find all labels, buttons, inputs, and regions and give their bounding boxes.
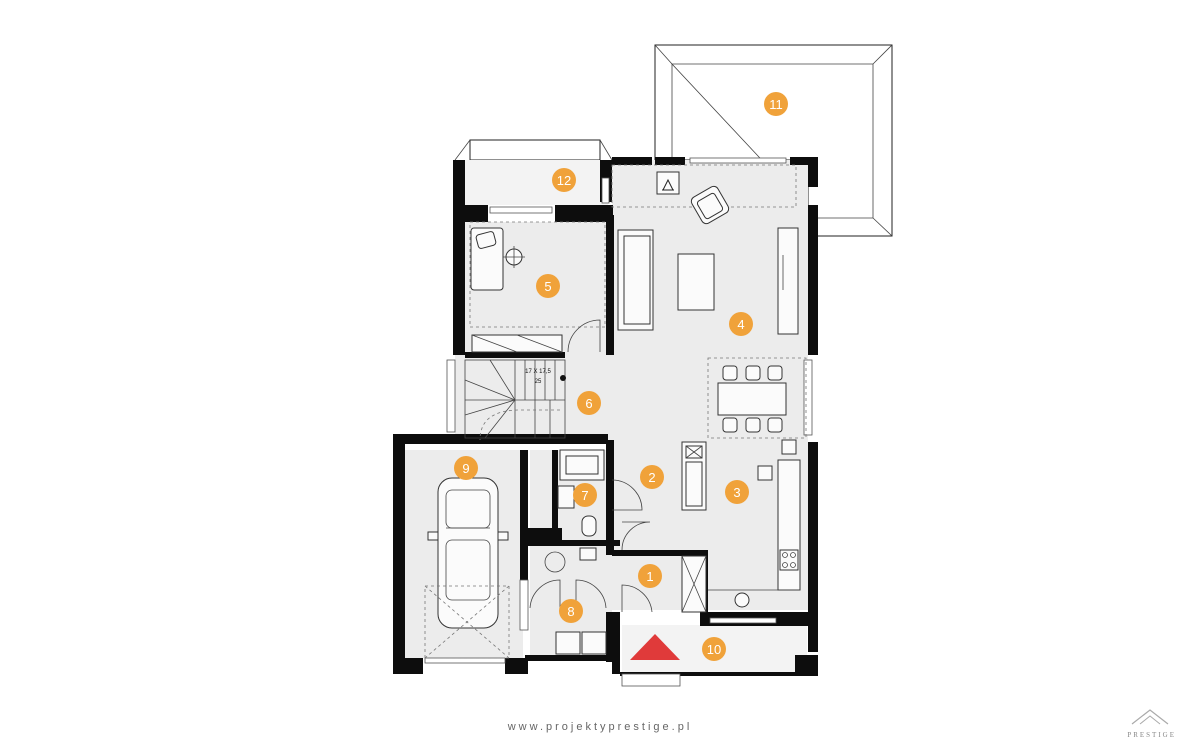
living-furniture: [611, 164, 799, 335]
staircase: 17 X 17,5 25: [464, 359, 566, 441]
room-marker-8: 8: [559, 599, 583, 623]
room-marker-7: 7: [573, 483, 597, 507]
stove-icon: [782, 552, 796, 568]
room-number-label: 10: [707, 642, 721, 657]
room-marker-10: 10: [702, 637, 726, 661]
brand-name: PRESTIGE: [1127, 731, 1176, 739]
room-number-label: 9: [462, 461, 469, 476]
office-furniture: [469, 221, 606, 353]
room-number-label: 4: [737, 317, 744, 332]
room-number-label: 1: [646, 569, 653, 584]
room-number-label: 6: [585, 396, 592, 411]
kitchen: [681, 439, 801, 608]
room-marker-9: 9: [454, 456, 478, 480]
dining-set: [707, 357, 807, 439]
room-number-label: 12: [557, 173, 571, 188]
room-marker-5: 5: [536, 274, 560, 298]
website-url: www.projektyprestige.pl: [507, 721, 693, 733]
room-number-label: 5: [544, 279, 551, 294]
room-marker-2: 2: [640, 465, 664, 489]
room-marker-3: 3: [725, 480, 749, 504]
room-number-label: 8: [567, 604, 574, 619]
stair-dimensions: 17 X 17,5: [525, 369, 551, 375]
room-number-label: 2: [648, 470, 655, 485]
brand-logo-icon: [1131, 709, 1169, 725]
room-marker-12: 12: [552, 168, 576, 192]
bathroom-fixtures: [557, 449, 651, 551]
room-number-label: 3: [733, 485, 740, 500]
fireplace-icon: [662, 178, 674, 191]
room-marker-4: 4: [729, 312, 753, 336]
entry-fixtures: [621, 555, 707, 613]
utility-fixtures: [529, 547, 607, 655]
room-marker-1: 1: [638, 564, 662, 588]
stair-count: 25: [535, 379, 542, 385]
entrance-arrow-icon: [630, 634, 680, 660]
windows: [424, 157, 813, 687]
terrace-12: [453, 139, 613, 205]
room-number-label: 7: [581, 488, 588, 503]
room-number-label: 11: [769, 97, 783, 112]
room-marker-6: 6: [577, 391, 601, 415]
room-marker-11: 11: [764, 92, 788, 116]
